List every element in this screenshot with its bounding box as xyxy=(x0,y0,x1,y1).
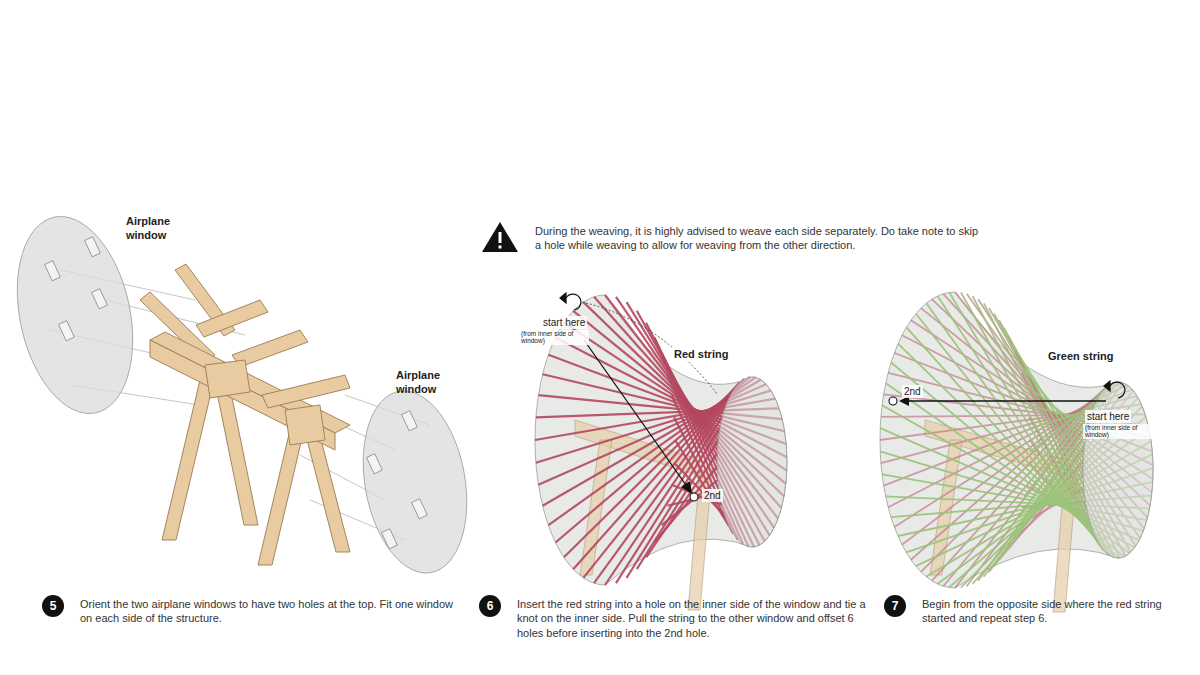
warning-icon xyxy=(482,222,518,252)
hole-marker xyxy=(690,493,698,501)
window-slots xyxy=(45,237,108,341)
airplane-window xyxy=(350,383,480,582)
callout-label: start here xyxy=(1085,410,1131,423)
direction-arrow xyxy=(584,340,688,488)
step-instruction: Insert the red string into a hole on the… xyxy=(517,597,877,640)
direction-arrow xyxy=(905,400,1106,401)
hole-label: 2nd xyxy=(702,489,723,502)
string-line xyxy=(973,296,1088,512)
string-line xyxy=(994,314,1083,486)
step-number: 7 xyxy=(892,599,899,613)
window-face xyxy=(1083,382,1153,558)
string-label: Red string xyxy=(672,347,730,361)
string-label: Green string xyxy=(1046,349,1115,363)
step-instruction: Begin from the opposite side where the r… xyxy=(922,597,1184,626)
hole-marker xyxy=(889,397,897,405)
string-line xyxy=(938,296,1098,542)
step-number-circle: 6 xyxy=(479,595,501,617)
step-number-circle: 7 xyxy=(884,595,906,617)
string-line xyxy=(926,303,1102,549)
window-slots xyxy=(367,411,428,549)
callout-note: (from inner side of window) xyxy=(519,330,589,345)
step-instruction: Orient the two airplane windows to have … xyxy=(80,597,455,626)
string-line xyxy=(961,293,1090,524)
wooden-structure xyxy=(140,264,350,565)
warning-note: During the weaving, it is highly advised… xyxy=(535,224,980,253)
step-number: 6 xyxy=(487,599,494,613)
callout-label: start here xyxy=(541,316,587,329)
green-strings xyxy=(880,292,1153,587)
string-line xyxy=(949,292,1094,533)
red-strings xyxy=(880,292,1153,588)
woven-hyperboloid xyxy=(880,292,1153,588)
window-face xyxy=(717,377,787,547)
rotate-icon xyxy=(1104,381,1125,398)
step-number: 5 xyxy=(50,599,57,613)
step-number-circle: 5 xyxy=(42,595,64,617)
part-name: Airplane window xyxy=(396,368,466,397)
callout-note: (from inner side of window) xyxy=(1083,424,1153,439)
part-name: Airplane window xyxy=(126,214,196,243)
rotate-icon xyxy=(560,293,581,310)
hole-label: 2nd xyxy=(902,385,923,398)
arrowhead xyxy=(681,481,692,494)
